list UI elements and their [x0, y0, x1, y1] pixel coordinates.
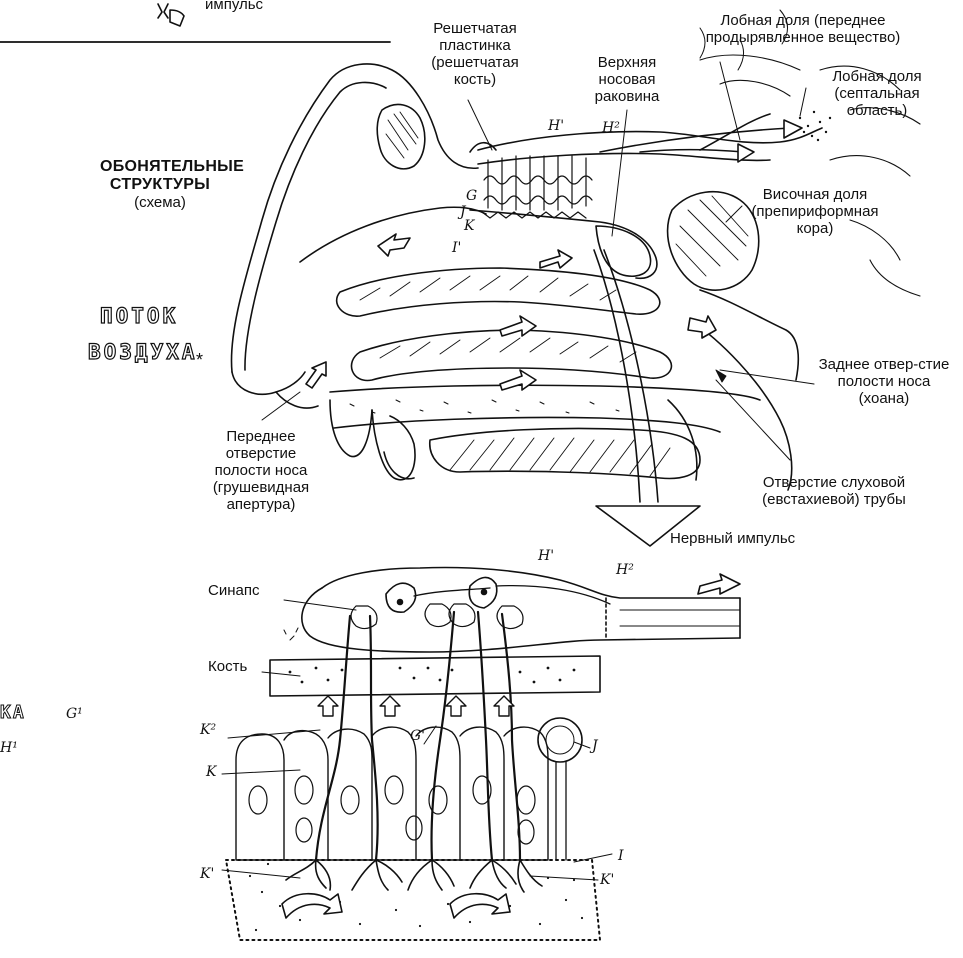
label-superior-concha: Верхняя носовая раковина: [584, 54, 670, 105]
airflow-marker: *: [196, 352, 203, 369]
label-choana: Заднее отвер-стие полости носа (хоана): [818, 356, 950, 407]
letter-k-upper: K: [464, 218, 474, 234]
label-frontal-septal: Лобная доля (септальная область): [812, 68, 942, 119]
header-impulse-fragment: импульс: [205, 0, 263, 13]
diagram-title: ОБОНЯТЕЛЬНЫЕ СТРУКТУРЫ (схема): [100, 158, 220, 211]
olfactory-cluster-upper: [482, 156, 592, 218]
letter-k-lower: K: [206, 764, 216, 780]
left-cut-word: КА: [0, 702, 26, 723]
letter-h1-lower: Н': [538, 548, 554, 564]
letter-i-lower: I: [618, 848, 624, 864]
legend-arrow-icon: [158, 4, 184, 26]
letter-h1-upper: Н': [548, 118, 564, 134]
dendrite-roots: [286, 860, 542, 892]
cell-nuclei: [249, 776, 535, 844]
letter-g-upper: G: [466, 188, 477, 204]
label-synapse: Синапс: [208, 582, 259, 599]
letter-k1-lower-right: K': [600, 872, 614, 888]
letter-k2-lower: K²: [200, 722, 216, 738]
label-eustachian-tube: Отверстие слуховой (евстахиевой) трубы: [744, 474, 924, 508]
title-main: ОБОНЯТЕЛЬНЫЕ СТРУКТУРЫ: [100, 158, 220, 194]
left-cut-letter-2: Н¹: [0, 740, 18, 756]
glomeruli: [351, 604, 523, 629]
label-temporal-lobe: Височная доля (препириформная кора): [746, 186, 884, 237]
left-cut-letter-1: G¹: [66, 706, 83, 722]
olfactory-epithelium-detail: [222, 568, 740, 941]
label-bone: Кость: [208, 658, 247, 675]
letter-j-lower: J: [592, 738, 598, 754]
airflow-arrows-lower: [282, 894, 510, 918]
airflow-arrows-upper: [306, 234, 716, 390]
bone-stipple: [289, 667, 576, 684]
epithelial-cells: [236, 727, 548, 860]
letter-g1-lower: G': [410, 728, 425, 744]
letter-h2-lower: Н²: [616, 562, 634, 578]
leader-lines-upper: [262, 62, 814, 460]
letter-i1-upper: I': [452, 240, 461, 256]
airflow-line-1: ПОТОК: [100, 308, 178, 325]
airflow-line-2: ВОЗДУХА: [88, 344, 198, 361]
title-sub: (схема): [100, 194, 220, 211]
label-anterior-aperture: Переднее отверстие полости носа (грушеви…: [206, 428, 316, 513]
projection-arrows: [600, 114, 802, 162]
letter-h2-upper: Н²: [602, 120, 620, 136]
letter-k1-lower-left: K': [200, 866, 214, 882]
label-frontal-anterior: Лобная доля (переднее продырявленное вещ…: [672, 12, 934, 46]
label-cribriform-plate: Решетчатая пластинка (решетчатая кость): [420, 20, 530, 88]
label-nerve-impulse: Нервный импульс: [670, 530, 795, 547]
zoom-arrow: [594, 250, 700, 546]
